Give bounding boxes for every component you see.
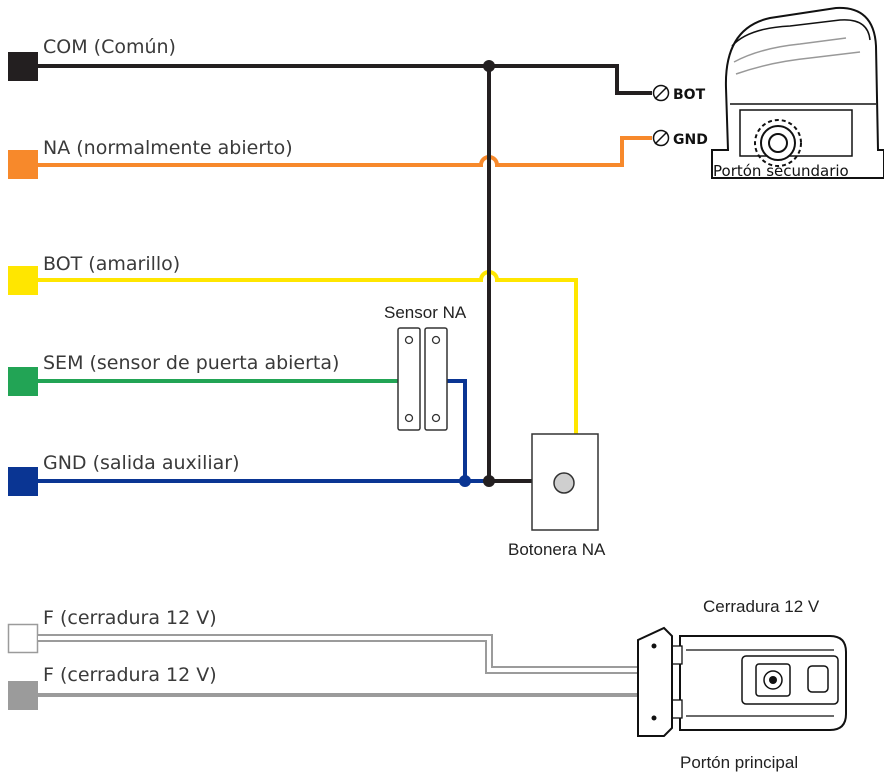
wire-swatch-gnd [8, 467, 38, 496]
motor-terminal-bot: BOT [673, 87, 706, 103]
motor-terminal-gnd: GND [673, 132, 708, 148]
wire-f-white-core [38, 636, 638, 672]
wire-swatch-sem [8, 367, 38, 396]
junction-gnd-blue [459, 475, 471, 487]
wire-label-f-grey: F (cerradura 12 V) [43, 664, 217, 686]
screw-terminal-icon [652, 129, 670, 147]
electric-lock [637, 626, 847, 737]
gear-icon [754, 119, 802, 167]
wire-label-f-white: F (cerradura 12 V) [43, 607, 217, 629]
door-sensor [397, 327, 448, 431]
wire-swatch-com [8, 52, 38, 81]
wire-swatch-f-grey [8, 681, 38, 710]
sensor-label: Sensor NA [384, 303, 467, 322]
junction-gnd-black [483, 475, 495, 487]
wire-label-sem: SEM (sensor de puerta abierta) [43, 352, 339, 374]
screw-terminal-icon [652, 84, 670, 102]
button-label: Botonera NA [508, 540, 606, 559]
gate-main-label: Portón principal [680, 753, 798, 772]
wire-swatch-f-white [7, 623, 39, 654]
wire-label-gnd: GND (salida auxiliar) [43, 452, 240, 474]
lock-label: Cerradura 12 V [703, 597, 820, 616]
gate-motor [711, 6, 884, 179]
wire-label-bot: BOT (amarillo) [43, 253, 180, 275]
wire-label-com: COM (Común) [43, 36, 176, 58]
junction-com [483, 60, 495, 72]
wire-label-na: NA (normalmente abierto) [43, 137, 293, 159]
wire-sensor-lead [446, 379, 467, 481]
wire-swatch-na [8, 150, 38, 179]
wire-swatch-bot [8, 266, 38, 295]
wire-com [38, 64, 652, 95]
wire-na [38, 136, 652, 167]
push-button [531, 433, 599, 531]
motor-label: Portón secundario [713, 162, 849, 180]
